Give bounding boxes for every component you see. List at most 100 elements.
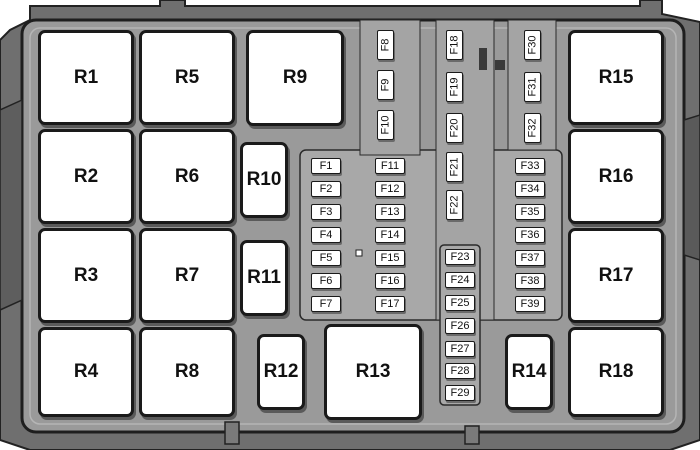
fuse-f38: F38: [515, 273, 545, 289]
fuse-label: F1: [319, 160, 333, 172]
fuse-f21: F21: [446, 152, 463, 182]
fuse-label: F31: [526, 77, 539, 97]
fuse-label: F14: [380, 229, 400, 241]
fuse-label: F23: [450, 251, 470, 263]
fuse-label: F6: [319, 275, 333, 287]
fuse-label: F19: [448, 77, 461, 97]
fuse-label: F28: [450, 365, 470, 377]
relay-label: R15: [598, 66, 634, 88]
fuse-label: F33: [520, 160, 540, 172]
fuse-f23: F23: [445, 249, 475, 265]
fuse-label: F5: [319, 252, 333, 264]
fuse-label: F30: [526, 35, 539, 55]
fuse-f9: F9: [377, 70, 394, 100]
fuse-label: F22: [448, 195, 461, 215]
fuse-f33: F33: [515, 158, 545, 174]
fuse-label: F13: [380, 206, 400, 218]
fuse-label: F8: [379, 38, 392, 52]
fuse-f3: F3: [311, 204, 341, 220]
relay-r16: R16: [568, 129, 664, 224]
relay-label: R4: [73, 361, 99, 382]
fuse-f15: F15: [375, 250, 405, 266]
fuse-f26: F26: [445, 318, 475, 334]
fuse-label: F17: [380, 298, 400, 310]
relay-r4: R4: [38, 327, 134, 417]
fuse-label: F20: [448, 118, 461, 138]
fuse-f35: F35: [515, 204, 545, 220]
fuse-f12: F12: [375, 181, 405, 197]
fuse-f17: F17: [375, 296, 405, 312]
fuse-f2: F2: [311, 181, 341, 197]
fuse-label: F11: [380, 160, 400, 172]
relay-label: R3: [73, 264, 99, 286]
fuse-label: F15: [380, 252, 400, 264]
relay-r10: R10: [240, 142, 288, 218]
fuse-f10: F10: [377, 110, 394, 140]
relay-r2: R2: [38, 129, 134, 224]
fuse-label: F2: [319, 183, 333, 195]
fuse-f36: F36: [515, 227, 545, 243]
fuse-f37: F37: [515, 250, 545, 266]
fuse-label: F34: [520, 183, 540, 195]
relay-r1: R1: [38, 30, 134, 125]
relay-r15: R15: [568, 30, 664, 125]
relay-label: R18: [598, 361, 634, 382]
fuse-label: F36: [520, 229, 540, 241]
relay-label: R17: [598, 264, 634, 286]
relay-r11: R11: [240, 240, 288, 316]
fuse-label: F7: [319, 298, 333, 310]
relay-label: R6: [174, 165, 200, 187]
fuse-label: F24: [450, 274, 470, 286]
relay-label: R5: [174, 66, 200, 88]
fuse-label: F4: [319, 229, 333, 241]
fuse-label: F16: [380, 275, 400, 287]
fuse-f22: F22: [446, 190, 463, 220]
fuse-label: F35: [520, 206, 540, 218]
relay-label: R2: [73, 165, 99, 187]
relay-label: R16: [598, 165, 634, 187]
relay-r13: R13: [324, 324, 422, 420]
relay-r3: R3: [38, 228, 134, 323]
fuse-label: F26: [450, 320, 470, 332]
fuse-label: F9: [379, 78, 392, 92]
fuse-f18: F18: [446, 30, 463, 60]
fuse-f31: F31: [524, 72, 541, 102]
fuse-f16: F16: [375, 273, 405, 289]
fuse-f7: F7: [311, 296, 341, 312]
relay-label: R11: [247, 267, 281, 288]
fuse-label: F27: [450, 343, 470, 355]
fuse-f14: F14: [375, 227, 405, 243]
relay-r14: R14: [505, 334, 553, 410]
relay-r17: R17: [568, 228, 664, 323]
fuse-label: F21: [448, 157, 461, 177]
fuse-label: F39: [520, 298, 540, 310]
fuse-f29: F29: [445, 385, 475, 401]
fuse-f39: F39: [515, 296, 545, 312]
fuse-f4: F4: [311, 227, 341, 243]
fuse-f28: F28: [445, 363, 475, 379]
fuse-f34: F34: [515, 181, 545, 197]
fuse-f20: F20: [446, 113, 463, 143]
fuse-label: F38: [520, 275, 540, 287]
relay-r18: R18: [568, 327, 664, 417]
relay-r8: R8: [139, 327, 235, 417]
fuse-f30: F30: [524, 30, 541, 60]
relay-r12: R12: [257, 334, 305, 410]
fuse-f5: F5: [311, 250, 341, 266]
fuse-f27: F27: [445, 341, 475, 357]
fuse-label: F25: [450, 297, 470, 309]
fuse-label: F10: [379, 115, 392, 135]
fuse-label: F18: [448, 35, 461, 55]
relay-label: R8: [174, 361, 200, 382]
relay-label: R12: [263, 361, 299, 382]
fuse-label: F29: [450, 387, 470, 399]
fuse-f11: F11: [375, 158, 405, 174]
fuse-label: F32: [526, 118, 539, 138]
fuse-f19: F19: [446, 72, 463, 102]
relay-r7: R7: [139, 228, 235, 323]
relay-label: R14: [511, 361, 547, 382]
relay-r5: R5: [139, 30, 235, 125]
fuse-f24: F24: [445, 272, 475, 288]
fuse-label: F37: [520, 252, 540, 264]
